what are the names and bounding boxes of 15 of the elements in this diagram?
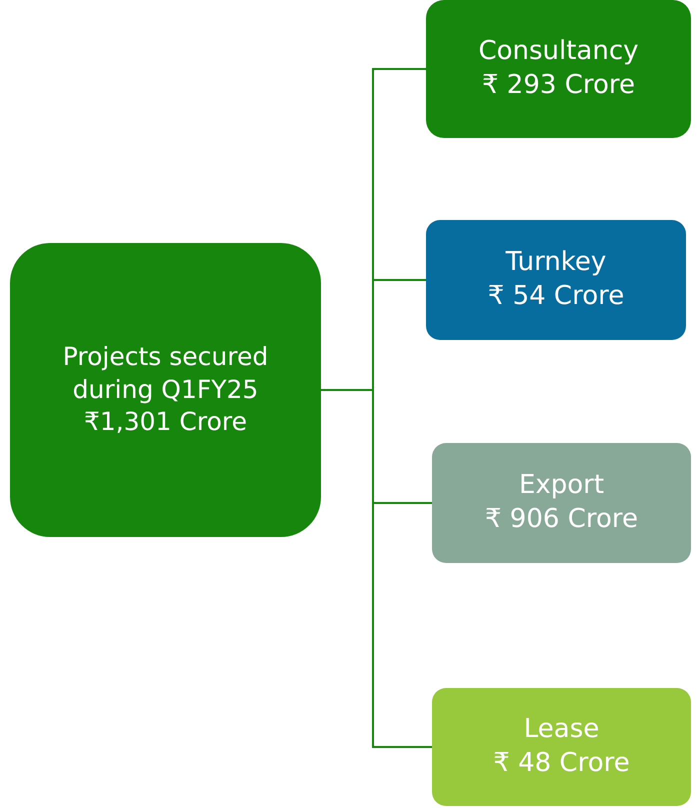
box-title: Export [518, 469, 604, 502]
category-box [426, 0, 691, 138]
box-title: Turnkey [506, 246, 606, 280]
amount-text: ₹ 293 Crore [482, 69, 635, 102]
amount-text: ₹1,301 Crore [84, 406, 247, 438]
box-title: Consultancy [478, 35, 639, 68]
category-box [426, 220, 686, 340]
category-box [432, 443, 691, 563]
category-box [432, 688, 691, 806]
summary-box [10, 243, 321, 537]
box-title: Lease [524, 713, 600, 746]
amount-text: ₹ 54 Crore [488, 280, 624, 313]
amount-text: ₹ 48 Crore [493, 747, 630, 780]
box-title: Projects secured during Q1FY25 [62, 341, 270, 406]
amount-text: ₹ 906 Crore [485, 503, 638, 536]
